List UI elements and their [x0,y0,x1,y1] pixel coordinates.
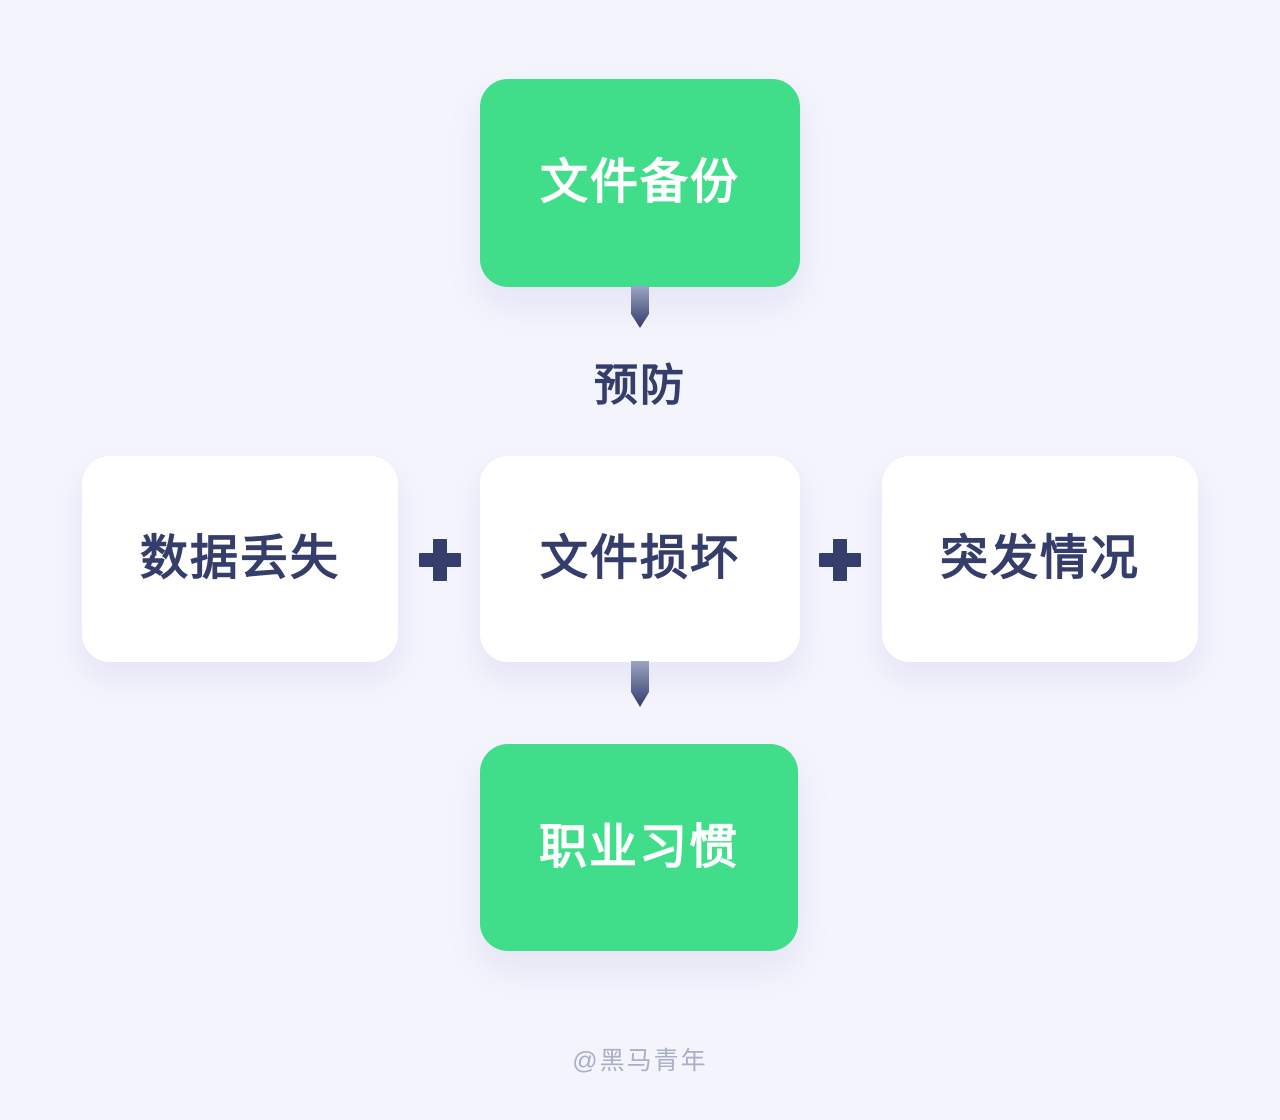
node-top-file-backup[interactable]: 文件备份 [480,79,800,287]
node-factor-emergency[interactable]: 突发情况 [882,456,1198,662]
node-top-label: 文件备份 [539,156,740,209]
plus-icon [819,539,861,581]
down-arrow-icon [626,661,654,707]
node-factor-file-corruption[interactable]: 文件损坏 [480,456,800,662]
node-factor-label: 数据丢失 [139,532,340,585]
node-factor-label: 突发情况 [939,532,1140,585]
plus-icon-bar-vertical [833,539,847,581]
down-arrow-icon [626,286,654,328]
node-bottom-label: 职业习惯 [538,820,739,874]
connector-caption-prevention: 预防 [594,361,686,410]
node-factor-label: 文件损坏 [539,532,740,585]
plus-icon [419,539,461,581]
plus-icon-bar-vertical [433,539,447,581]
node-factor-data-loss[interactable]: 数据丢失 [82,456,398,662]
node-bottom-professional-habit[interactable]: 职业习惯 [480,744,798,951]
watermark: @黑马青年 [572,1047,708,1075]
